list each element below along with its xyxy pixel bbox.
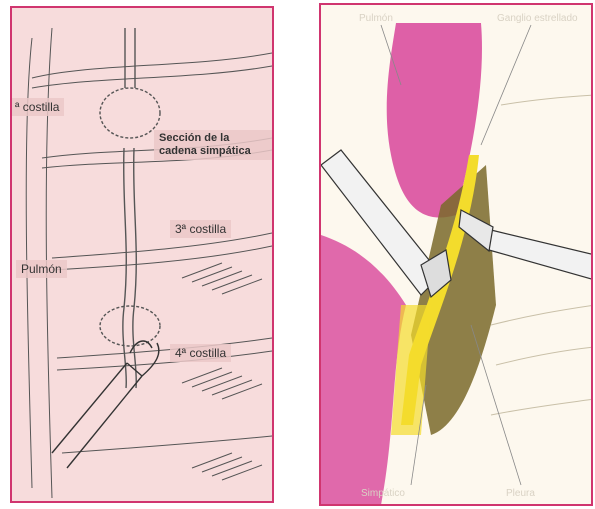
label-section-chain: Sección de la cadena simpática xyxy=(154,130,274,160)
label-second-rib: ª costilla xyxy=(10,98,64,116)
label-fourth-rib: 4ª costilla xyxy=(170,344,231,362)
label-stellate-ganglion: Ganglio estrellado xyxy=(497,13,578,24)
label-sympathetic: Simpático xyxy=(361,488,405,499)
lung-tissue-lower xyxy=(321,235,406,505)
left-illustration-panel: ª costilla Sección de la cadena simpátic… xyxy=(10,6,274,503)
label-lung: Pulmón xyxy=(16,260,67,278)
label-section-line2: cadena simpática xyxy=(159,145,269,158)
endoscopic-instrument xyxy=(52,341,159,468)
right-illustration-panel: Pulmón Ganglio estrellado Simpático Pleu… xyxy=(319,3,593,506)
label-third-rib: 3ª costilla xyxy=(170,220,231,238)
label-lung-right: Pulmón xyxy=(359,13,393,24)
right-color-drawing xyxy=(321,5,593,506)
label-pleura: Pleura xyxy=(506,488,535,499)
label-section-line1: Sección de la xyxy=(159,132,269,145)
left-line-drawing xyxy=(12,8,274,503)
